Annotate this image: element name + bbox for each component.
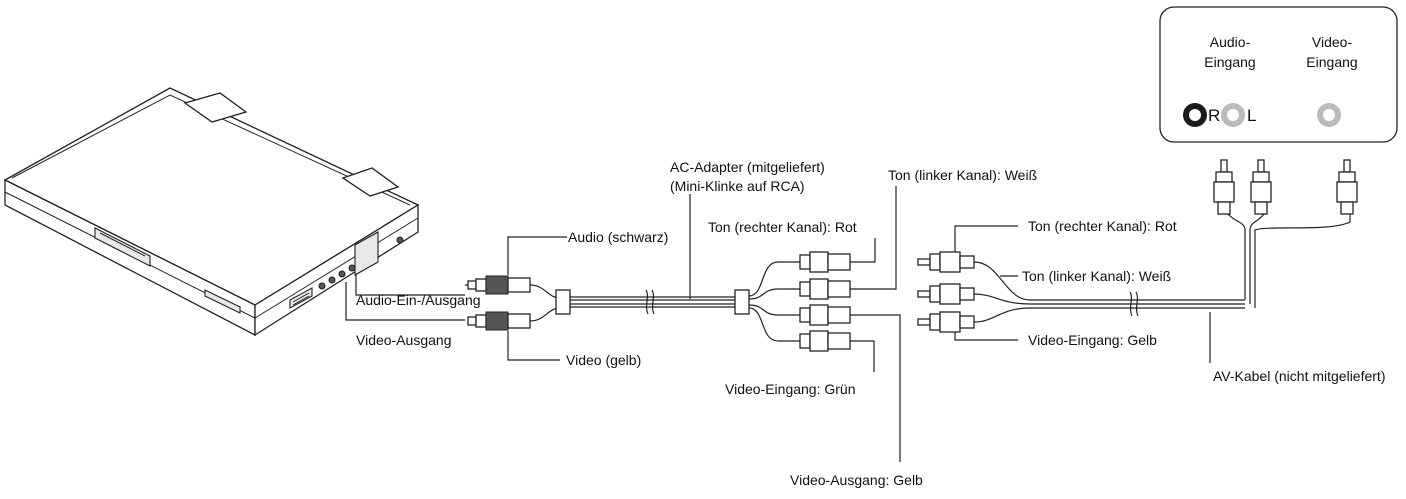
av-cable-rca-plugs: [917, 251, 975, 333]
label-adapter-right-red: Ton (rechter Kanal): Rot: [708, 219, 857, 235]
label-av-left-white: Ton (linker Kanal): Weiß: [1022, 268, 1171, 284]
label-ac-adapter-line1: AC-Adapter (mitgeliefert): [670, 159, 825, 175]
av-cable: [973, 213, 1351, 323]
label-video-yellow: Video (gelb): [566, 352, 641, 368]
label-audio-in-out: Audio-Ein-/Ausgang: [356, 292, 481, 308]
tv-audio-input-line2: Eingang: [1204, 54, 1255, 70]
av-cable-tv-plugs: [1213, 159, 1358, 215]
adapter-cable: [555, 261, 800, 342]
tv-input-panel: Audio- Eingang Video- Eingang R L: [1159, 6, 1398, 143]
tv-video-input-line2: Eingang: [1306, 54, 1357, 70]
right-channel-label: R: [1208, 106, 1220, 125]
label-adapter-left-white: Ton (linker Kanal): Weiß: [888, 167, 1037, 183]
label-av-cable: AV-Kabel (nicht mitgeliefert): [1213, 368, 1385, 384]
right-audio-jack: [1183, 103, 1207, 127]
mini-plug-audio: [465, 275, 561, 299]
label-audio-black: Audio (schwarz): [568, 229, 668, 245]
label-av-right-red: Ton (rechter Kanal): Rot: [1028, 218, 1177, 234]
mini-plug-video: [467, 307, 561, 331]
label-av-video-yellow: Video-Eingang: Gelb: [1028, 332, 1157, 348]
label-adapter-video-yellow: Video-Ausgang: Gelb: [790, 472, 923, 488]
laptop-illustration: [3, 87, 420, 337]
tv-audio-input-line1: Audio-: [1210, 34, 1251, 50]
left-audio-jack: [1221, 103, 1245, 127]
left-channel-label: L: [1247, 106, 1256, 125]
label-video-out: Video-Ausgang: [356, 332, 451, 348]
adapter-rca-plugs: [799, 251, 851, 352]
video-input-jack: [1317, 103, 1341, 127]
tv-video-input-line1: Video-: [1312, 34, 1353, 50]
label-ac-adapter-line2: (Mini-Klinke auf RCA): [670, 178, 805, 194]
label-adapter-video-green: Video-Eingang: Grün: [725, 381, 856, 397]
